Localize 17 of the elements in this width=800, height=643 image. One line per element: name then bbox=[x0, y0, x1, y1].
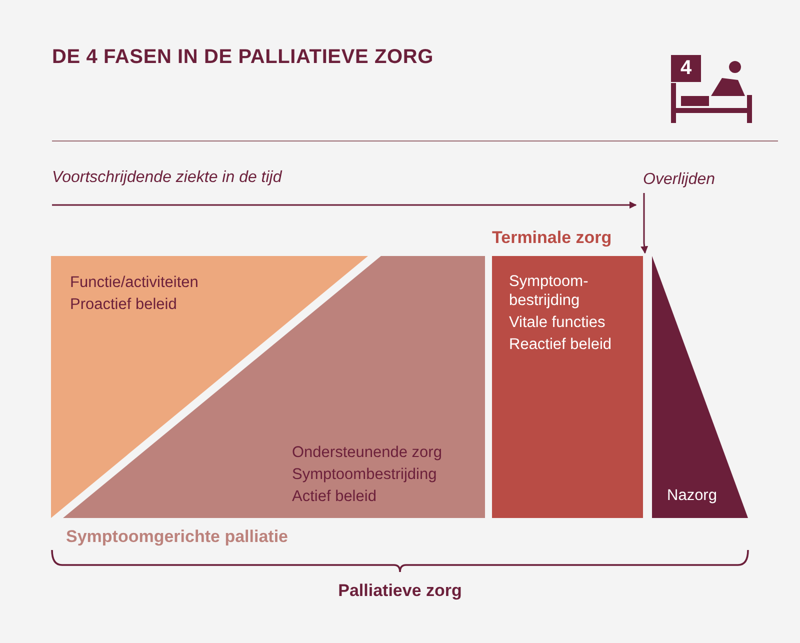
phase-heading: Terminale zorg bbox=[492, 228, 612, 248]
phase-number: 4 bbox=[671, 55, 701, 82]
phase-text: Vitale functies bbox=[509, 313, 606, 332]
phase-text: Ondersteunende zorg bbox=[292, 443, 443, 462]
phase-text: Functie/activiteiten bbox=[70, 273, 200, 292]
phase-text: Symptoom- bestrijding bbox=[509, 272, 590, 310]
arrow bbox=[640, 193, 648, 254]
phase-text: Nazorg bbox=[667, 486, 718, 505]
phase-label: Symptoomgerichte palliatie bbox=[66, 527, 288, 547]
phase-text: Actief beleid bbox=[292, 487, 378, 506]
title: DE 4 FASEN IN DE PALLIATIEVE ZORG bbox=[52, 46, 434, 69]
event-label: Overlijden bbox=[643, 171, 716, 189]
axis-label: Voortschrijdende ziekte in de tijd bbox=[52, 169, 282, 187]
phase-text: Symptoombestrijding bbox=[292, 465, 438, 484]
bracket-label: Palliatieve zorg bbox=[338, 581, 462, 601]
phase-text: Reactief beleid bbox=[509, 335, 613, 354]
phase-text: Proactief beleid bbox=[70, 295, 178, 314]
